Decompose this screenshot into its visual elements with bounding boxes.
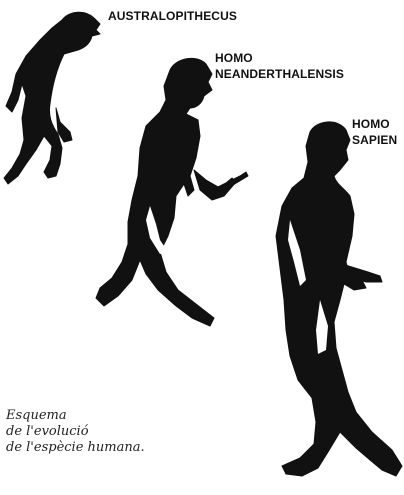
caption-line: Esquema (6, 408, 145, 424)
label-homo-sapien: HOMO SAPIEN (352, 116, 397, 148)
homo-sapiens-figure (276, 122, 402, 476)
label-australopithecus: AUSTRALOPITHECUS (108, 8, 237, 24)
label-line: AUSTRALOPITHECUS (108, 9, 237, 23)
neanderthal-figure (96, 58, 248, 326)
label-line: NEANDERTHALENSIS (215, 66, 344, 82)
label-homo-neanderthalensis: HOMO NEANDERTHALENSIS (215, 50, 344, 82)
caption-line: de l'evolució (6, 424, 145, 440)
australopithecus-figure (4, 12, 100, 184)
label-line: HOMO (352, 116, 397, 132)
figure-caption: Esquema de l'evolució de l'espècie human… (6, 408, 145, 456)
label-line: HOMO (215, 50, 344, 66)
label-line: SAPIEN (352, 132, 397, 148)
caption-line: de l'espècie humana. (6, 440, 145, 456)
